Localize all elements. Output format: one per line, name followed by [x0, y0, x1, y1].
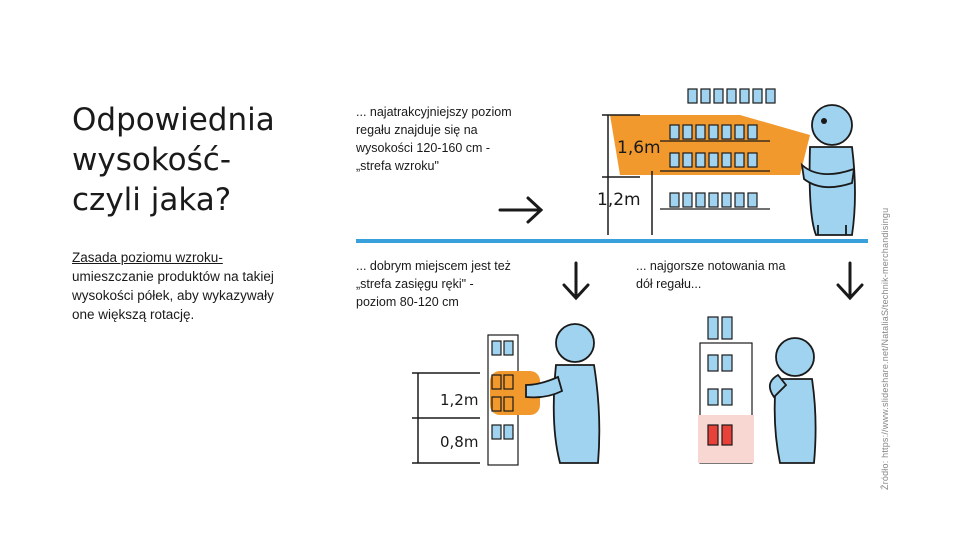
- reach-zone-highlight: [490, 371, 540, 415]
- body-description: umieszczanie produktów na takiej wysokoś…: [72, 269, 274, 322]
- eye-level-shelf: 1,6m 1,2m: [597, 88, 856, 236]
- eye-zone-highlight: [610, 115, 810, 175]
- source-note: Źródło: https://www.slideshare.net/Natal…: [880, 207, 890, 490]
- mid-caption-line-2: „strefa zasięgu ręki" -: [356, 277, 474, 291]
- page-title: Odpowiednia wysokość- czyli jaka?: [72, 100, 322, 220]
- right-caption-line-2: dół regału...: [636, 277, 701, 291]
- label-1-2m-bottom: 1,2m: [440, 391, 478, 409]
- title-line-2: wysokość-: [72, 142, 232, 178]
- title-line-3: czyli jaka?: [72, 182, 232, 218]
- person-reaching: [525, 323, 601, 464]
- arrow-down-icon: [562, 261, 590, 301]
- right-caption-line-1: ... najgorsze notowania ma: [636, 259, 785, 273]
- shelf-height-illustration: ... najatrakcyjniejszy poziom regału zna…: [355, 88, 868, 466]
- person-eye-level: [800, 104, 856, 236]
- top-caption-line-3: wysokości 120-160 cm -: [355, 141, 490, 155]
- label-1-2m-top: 1,2m: [597, 190, 641, 210]
- mid-caption-line-3: poziom 80-120 cm: [356, 295, 459, 309]
- person-disappointed: [768, 337, 817, 464]
- top-caption-line-4: „strefa wzroku": [356, 159, 439, 173]
- body-text: Zasada poziomu wzroku- umieszczanie prod…: [72, 248, 287, 324]
- mid-caption-line-1: ... dobrym miejscem jest też: [356, 259, 511, 273]
- title-line-1: Odpowiednia: [72, 102, 275, 138]
- arrow-right-icon: [498, 196, 544, 224]
- top-caption-line-1: ... najatrakcyjniejszy poziom: [356, 105, 512, 119]
- reach-level-shelf: 1,2m 0,8m: [412, 323, 601, 466]
- bottom-level-shelf: [698, 316, 817, 464]
- arrow-down-icon: [836, 261, 864, 301]
- section-divider: [356, 239, 868, 243]
- body-lead: Zasada poziomu wzroku-: [72, 250, 223, 265]
- top-caption-line-2: regału znajduje się na: [356, 123, 478, 137]
- label-1-6m: 1,6m: [617, 138, 661, 158]
- label-0-8m: 0,8m: [440, 433, 478, 451]
